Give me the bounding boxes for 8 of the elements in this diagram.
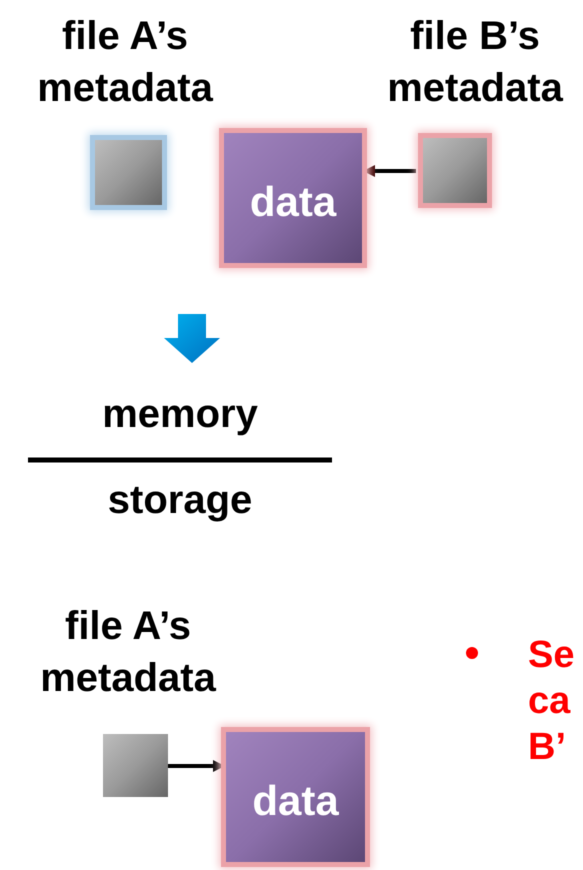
block-heading: file B’s metadata [386,13,564,112]
block-label: data [248,178,338,226]
block-heading: file A’s metadata [36,13,214,112]
layer-label: memory [101,392,259,437]
block-label: data [251,777,340,825]
layer-label: storage [106,478,254,523]
note-text: Se ca B’ [528,633,576,770]
block-heading: file A’s metadata [39,603,218,702]
